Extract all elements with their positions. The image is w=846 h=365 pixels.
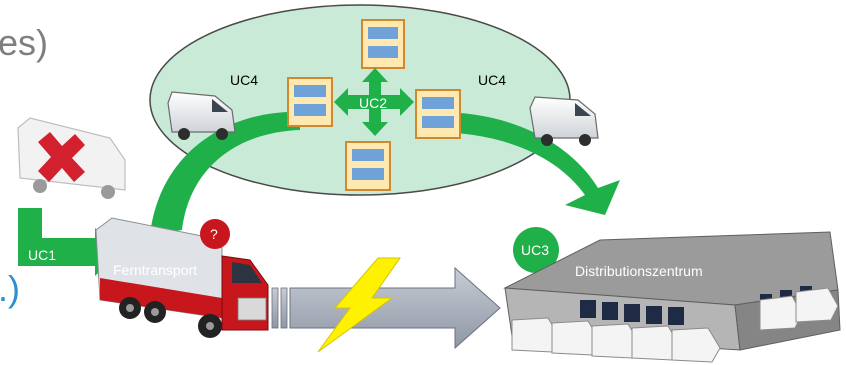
uc2-cross-arrow: [334, 68, 414, 136]
red-cross-icon: [38, 132, 85, 182]
distributionszentrum-label: Distributionszentrum: [575, 263, 703, 279]
ferntransport-label: Ferntransport: [113, 262, 198, 278]
van-right-icon: [529, 96, 599, 146]
question-label: ?: [210, 226, 218, 242]
uc4-right-label: UC4: [478, 72, 507, 88]
uc4-left-label: UC4: [230, 72, 259, 88]
question-badge: [200, 219, 230, 249]
arc-left: [150, 111, 300, 235]
van-left-icon: [167, 91, 236, 140]
fragment-text-bottom: .): [0, 268, 20, 309]
lightning-icon: [317, 257, 401, 353]
rack-bottom: [345, 141, 391, 191]
rack-right: [415, 89, 461, 139]
red-truck-icon: [95, 217, 269, 338]
uc1-arrow: [18, 208, 120, 276]
transfer-arrow: [271, 266, 501, 350]
fragment-text-top: es): [0, 22, 49, 63]
docked-vans-icon: [511, 287, 839, 363]
uc3-badge: [513, 227, 559, 273]
uc2-label: UC2: [359, 95, 388, 111]
uc3-label: UC3: [521, 242, 550, 258]
rack-top: [361, 19, 405, 69]
uc1-label: UC1: [28, 247, 57, 263]
rack-left: [287, 77, 333, 127]
